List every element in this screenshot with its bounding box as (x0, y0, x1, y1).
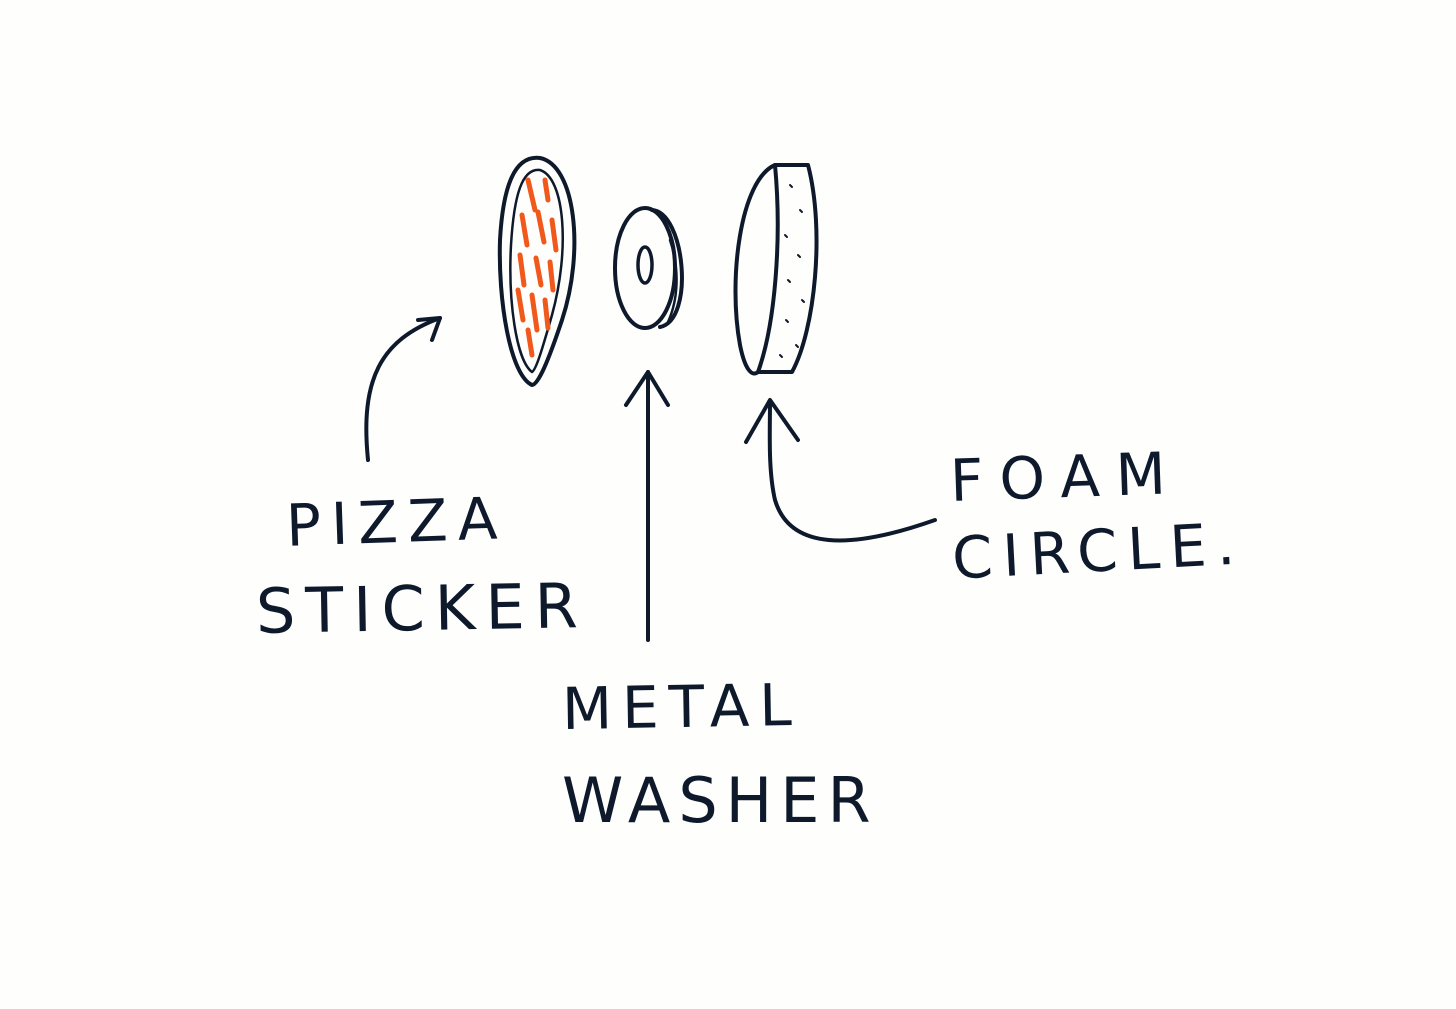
metal-label-line2: WASHER (562, 764, 879, 837)
foam-label-line1: FOAM (948, 438, 1183, 516)
metal-washer-icon (613, 206, 684, 330)
foam-label-line2: CIRCLE. (950, 509, 1247, 593)
pizza-label-line1: PIZZA (284, 484, 509, 560)
pizza-label-line2: STICKER (255, 569, 589, 648)
foam-circle-icon (733, 163, 819, 376)
pizza-sticker-icon (497, 155, 577, 387)
metal-label-line1: METAL (561, 670, 803, 744)
arrow-foam-circle (744, 398, 937, 543)
arrow-metal-washer (624, 370, 670, 642)
arrow-pizza-sticker (364, 316, 442, 462)
